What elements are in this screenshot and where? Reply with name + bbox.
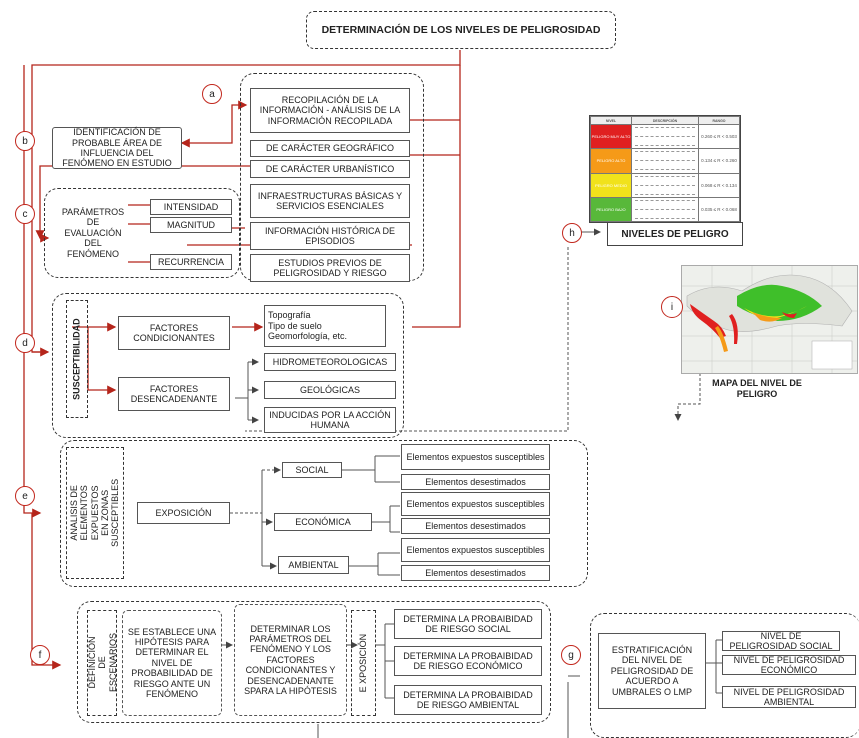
legend-row: PELIGRO BAJO 0.035 ≤ R < 0.068 — [590, 196, 740, 223]
hidro-box: HIDROMETEOROLOGICAS — [264, 353, 396, 371]
peligro-legend-table: NIVEL DESCRIPCIÓN RANGO PELIGRO MUY ALTO… — [589, 115, 741, 223]
economica-box: ECONÓMICA — [274, 513, 372, 531]
estratificacion-box: ESTRATIFICACIÓN DEL NIVEL DE PELIGROSIDA… — [598, 633, 706, 709]
marker-b: b — [15, 131, 35, 151]
legend-row: PELIGRO MUY ALTO 0.260 ≤ R < 0.503 — [590, 123, 740, 150]
nivel-economico-box: NIVEL DE PELIGROSIDAD ECONÓMICO — [722, 655, 856, 675]
economica-desestimados-box: Elementos desestimados — [401, 518, 550, 534]
susceptibilidad-label: SUSCEPTIBILIDAD — [66, 300, 88, 418]
legend-description-cell — [631, 148, 699, 174]
marker-g: g — [561, 645, 581, 665]
estudios-box: ESTUDIOS PREVIOS DE PELIGROSIDAD Y RIESG… — [250, 254, 410, 282]
diagram-title: DETERMINACIÓN DE LOS NIVELES DE PELIGROS… — [306, 11, 616, 49]
legend-description-cell — [631, 172, 699, 198]
infraestructura-box: INFRAESTRUCTURAS BÁSICAS Y SERVICIOS ESE… — [250, 184, 410, 218]
legend-level-cell: PELIGRO BAJO — [590, 196, 632, 223]
geologicas-box: GEOLÓGICAS — [264, 381, 396, 399]
legend-range-cell: 0.035 ≤ R < 0.068 — [698, 196, 740, 223]
prob-social-box: DETERMINA LA PROBAIBIDAD DE RIESGO SOCIA… — [394, 609, 542, 639]
condicionantes-detail-box: Topografía Tipo de suelo Geomorfología, … — [264, 305, 386, 347]
social-desestimados-box: Elementos desestimados — [401, 474, 550, 490]
desencadenante-box: FACTORES DESENCADENANTE — [118, 377, 230, 411]
urbanistico-box: DE CARÁCTER URBANÍSTICO — [250, 160, 410, 178]
recopilacion-box: RECOPILACIÓN DE LA INFORMACIÓN - ANÁLISI… — [250, 88, 410, 133]
marker-e: e — [15, 486, 35, 506]
analisis-label: ANALISIS DE ELEMENTOS EXPUESTOS EN ZONAS… — [66, 447, 124, 579]
condicionantes-box: FACTORES CONDICIONANTES — [118, 316, 230, 350]
marker-f: f — [30, 645, 50, 665]
legend-level-cell: PELIGRO ALTO — [590, 148, 632, 174]
legend-row: PELIGRO MEDIO 0.068 ≤ R < 0.134 — [590, 172, 740, 198]
legend-description-cell — [631, 123, 699, 150]
exposicion-box: EXPOSICIÓN — [137, 502, 230, 524]
legend-table: NIVEL DESCRIPCIÓN RANGO PELIGRO MUY ALTO… — [590, 116, 740, 223]
nivel-ambiental-box: NIVEL DE PELIGROSIDAD AMBIENTAL — [722, 686, 856, 708]
ambiental-box: AMBIENTAL — [278, 556, 349, 574]
nivel-social-box: NIVEL DE PELIGROSIDAD SOCIAL — [722, 631, 840, 651]
marker-i: i — [661, 296, 683, 318]
niveles-peligro-box: NIVELES DE PELIGRO — [607, 222, 743, 246]
parametros-group — [44, 188, 240, 278]
historica-box: INFORMACIÓN HISTÓRICA DE EPISODIOS — [250, 222, 410, 250]
identificacion-box: IDENTIFICACIÓN DE PROBABLE ÁREA DE INFLU… — [52, 127, 182, 169]
legend-description-cell — [631, 196, 699, 223]
hazard-map-image — [681, 265, 858, 374]
marker-h: h — [562, 223, 582, 243]
e-exposicion-label: E XPOSICIÓN — [351, 610, 376, 716]
legend-header: RANGO — [698, 116, 740, 125]
social-expuestos-box: Elementos expuestos susceptibles — [401, 444, 550, 470]
economica-expuestos-box: Elementos expuestos susceptibles — [401, 492, 550, 516]
legend-row: PELIGRO ALTO 0.134 ≤ R < 0.260 — [590, 148, 740, 174]
escenarios-label: DEFINICIÓN DE ESCENARIOS — [86, 610, 117, 716]
legend-header: NIVEL — [590, 116, 632, 125]
legend-level-cell: PELIGRO MUY ALTO — [590, 123, 632, 150]
escenarios-group — [77, 601, 551, 723]
legend-range-cell: 0.260 ≤ R < 0.503 — [698, 123, 740, 150]
magnitud-box: MAGNITUD — [150, 217, 232, 233]
legend-header: DESCRIPCIÓN — [631, 116, 699, 125]
intensidad-box: INTENSIDAD — [150, 199, 232, 215]
parametros-label: PARÁMETROS DE EVALUACIÓN DEL FENÓMENO — [58, 197, 128, 269]
geografico-box: DE CARÁCTER GEOGRÁFICO — [250, 140, 410, 157]
marker-a: a — [202, 84, 222, 104]
legend-level-cell: PELIGRO MEDIO — [590, 172, 632, 198]
exposicion-group — [60, 440, 588, 587]
social-box: SOCIAL — [282, 462, 342, 478]
ambiental-expuestos-box: Elementos expuestos susceptibles — [401, 538, 550, 562]
legend-range-cell: 0.134 ≤ R < 0.260 — [698, 148, 740, 174]
legend-range-cell: 0.068 ≤ R < 0.134 — [698, 172, 740, 198]
recurrencia-box: RECURRENCIA — [150, 254, 232, 270]
ambiental-desestimados-box: Elementos desestimados — [401, 565, 550, 581]
prob-economico-box: DETERMINA LA PROBAIBIDAD DE RIESGO ECONÓ… — [394, 646, 542, 676]
inducidas-box: INDUCIDAS POR LA ACCIÓN HUMANA — [264, 407, 396, 433]
prob-ambiental-box: DETERMINA LA PROBAIBIDAD DE RIESGO AMBIE… — [394, 685, 542, 715]
hipotesis-box: SE ESTABLECE UNA HIPÓTESIS PARA DETERMIN… — [122, 610, 222, 716]
marker-c: c — [15, 204, 35, 224]
determinar-box: DETERMINAR LOS PARÁMETROS DEL FENÓMENO Y… — [234, 604, 347, 716]
marker-d: d — [15, 333, 35, 353]
hazard-map-graphic — [682, 266, 857, 373]
susceptibilidad-group — [52, 293, 404, 438]
mapa-label: MAPA DEL NIVEL DE PELIGRO — [712, 378, 802, 399]
